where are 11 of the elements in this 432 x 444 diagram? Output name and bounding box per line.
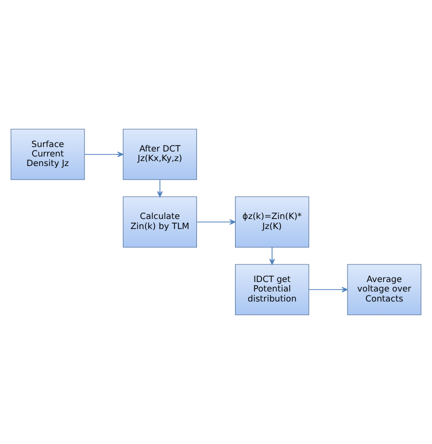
arrow [196,219,236,225]
node-box: IDCT get Potential distribution [235,264,310,316]
arrow [84,152,124,158]
arrow [308,286,348,292]
node-box: Average voltage over Contacts [347,264,422,316]
node-box: After DCT Jz(Kx,Ky,z) [122,128,197,180]
arrow [157,179,163,198]
node-box: Calculate Zin(k) by TLM [122,196,197,248]
arrow [269,246,275,265]
node-box: Surface Current Density Jz [10,128,85,180]
node-box: ϕz(k)=Zin(K)* Jz(K) [235,196,310,248]
